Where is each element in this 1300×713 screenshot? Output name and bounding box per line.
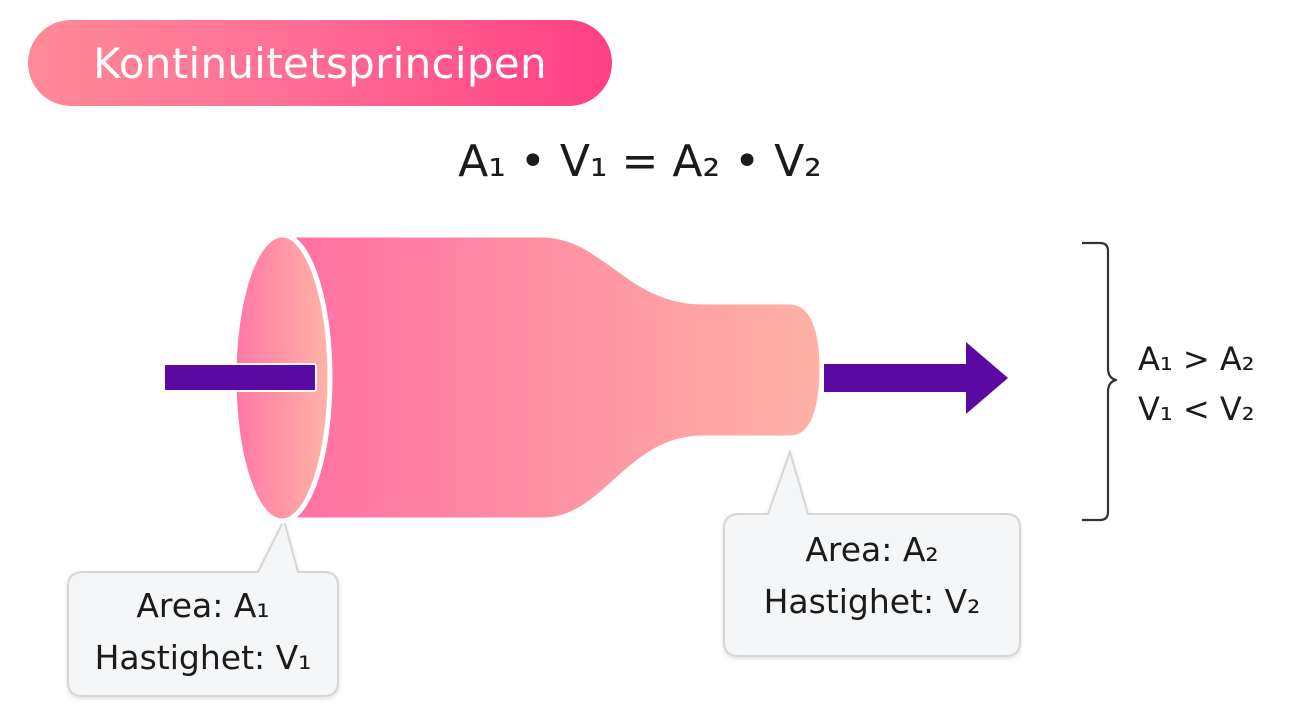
relation-bracket [1082,241,1118,522]
outlet-velocity-label: Hastighet: V₂ [763,582,981,621]
area-relation: A₁ > A₂ [1138,340,1255,378]
continuity-equation: A₁ • V₁ = A₂ • V₂ [458,136,822,187]
title-text: Kontinuitetsprincipen [93,38,547,88]
outlet-flow-arrow [824,342,1008,414]
pipe-body [279,232,825,523]
outlet-callout-bubble [723,448,1021,657]
inlet-flow-arrow [163,363,317,392]
relations-text: A₁ > A₂ V₁ < V₂ [1138,334,1288,434]
outlet-callout-text: Area: A₂ Hastighet: V₂ [724,524,1020,628]
inlet-callout-bubble [67,517,339,697]
velocity-relation: V₁ < V₂ [1138,390,1255,428]
outlet-area-label: Area: A₂ [805,530,939,569]
title-banner: Kontinuitetsprincipen [28,20,612,106]
inlet-area-label: Area: A₁ [136,586,270,625]
inlet-velocity-label: Hastighet: V₁ [94,638,312,677]
inlet-callout-text: Area: A₁ Hastighet: V₁ [68,580,338,684]
